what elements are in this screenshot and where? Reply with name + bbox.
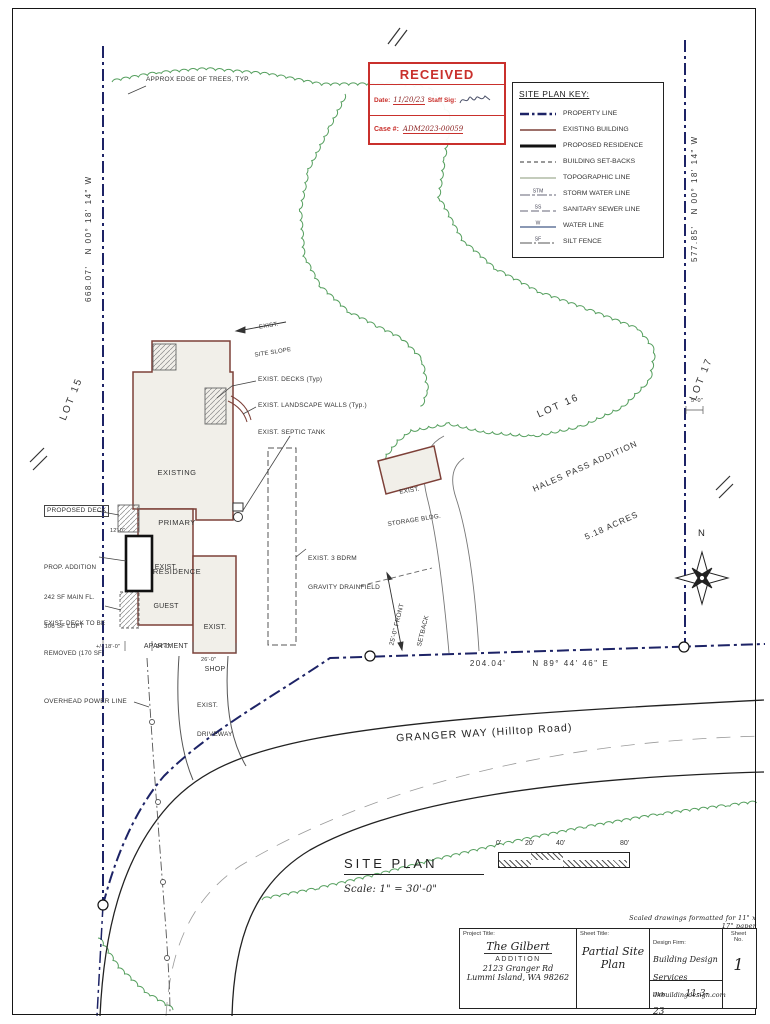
north-label: N (698, 528, 706, 539)
power-line (146, 657, 171, 1016)
title-block-project: Project Title: The Gilbert ADDITION 2123… (460, 929, 577, 1008)
stamp-date-row: Date: 11/20/23 Staff Sig: (370, 85, 504, 116)
dim-26: 26'-0" (201, 657, 217, 663)
storage-bldg-label: EXIST. STORAGE BLDG. (387, 485, 442, 529)
staff-signature (459, 95, 491, 104)
property-lines (96, 40, 766, 1017)
drawing-title: SITE PLAN (344, 856, 484, 875)
legend-item-setbacks: BUILDING SET-BACKS (519, 153, 657, 169)
break-marks (29, 27, 734, 499)
dimension-ticks (102, 406, 704, 653)
storm-water-line-sample: STM (520, 189, 556, 196)
landscape-walls (227, 395, 252, 423)
legend-item-silt-fence: SF SILT FENCE (519, 233, 657, 249)
project-name: The Gilbert (484, 940, 552, 954)
legend-item-existing-building: EXISTING BUILDING (519, 121, 657, 137)
stamp-title: RECEIVED (370, 64, 504, 85)
septic-tank (232, 502, 244, 522)
sanitary-sewer-line-sample: SS (520, 205, 556, 212)
setback-dimension (359, 567, 433, 652)
drainfield-label: EXIST. 3 BDRM GRAVITY DRAINFIELD (308, 554, 380, 591)
primary-residence-label: EXISTING PRIMARY RESIDENCE (152, 468, 202, 576)
dim-5: 5'-0" (691, 398, 703, 404)
silt-fence-sample: SF (520, 237, 556, 244)
legend-item-storm-water: STM STORM WATER LINE (519, 185, 657, 201)
property-line-sample (520, 112, 556, 116)
legend-item-proposed-residence: PROPOSED RESIDENCE (519, 137, 657, 153)
stamp-case-label: Case #: (374, 126, 399, 133)
deck-removed-label: EXIST. DECK TO BE REMOVED (170 SF) (44, 619, 106, 657)
svg-text:SF: SF (535, 237, 541, 243)
prop-addition-label: PROP. ADDITION 242 SF MAIN FL. 306 SF LO… (44, 563, 97, 631)
stamp-date-value: 11/20/23 (393, 95, 425, 105)
sheet-border (12, 8, 756, 1015)
stamp-sig-label: Staff Sig: (427, 96, 457, 104)
trees-edge-label: APPROX EDGE OF TREES, TYP. (146, 76, 250, 83)
shop-label: EXIST. SHOP (203, 624, 227, 673)
title-block: Project Title: The Gilbert ADDITION 2123… (459, 928, 757, 1017)
scale-bar-graphic (498, 852, 630, 868)
west-boundary-dimension: 668.07' N 00° 18' 14" W (84, 175, 93, 302)
east-boundary-dimension: 577.85' N 00° 18' 14" W (690, 135, 699, 262)
legend-item-water-line: W WATER LINE (519, 217, 657, 233)
legend-item-sanitary-sewer: SS SANITARY SEWER LINE (519, 201, 657, 217)
scale-bar: 0' 20' 40' 80' (496, 840, 630, 868)
survey-monuments (97, 641, 690, 911)
proposed-addition-outline (124, 534, 154, 593)
site-plan-key: SITE PLAN KEY: PROPERTY LINE EXISTING BU… (512, 82, 664, 258)
paper-format-note: Scaled drawings formatted for 11" x 17" … (629, 914, 756, 931)
legend-item-property: PROPERTY LINE (519, 105, 657, 121)
deck-hatches (117, 343, 227, 629)
leader-lines (96, 85, 307, 708)
dim-12: 12'-0" (110, 528, 126, 534)
existing-building-sample (520, 129, 556, 131)
title-block-sheet-no: Sheet No. 1 (730, 931, 747, 974)
water-line-sample: W (520, 221, 556, 228)
decks-label: EXIST. DECKS (Typ) (258, 376, 323, 383)
svg-text:STM: STM (533, 189, 544, 195)
proposed-residence-sample (520, 144, 556, 148)
power-line-label: OVERHEAD POWER LINE (44, 698, 127, 705)
septic-tank-label: EXIST. SEPTIC TANK (258, 429, 326, 436)
received-stamp: RECEIVED Date: 11/20/23 Staff Sig: Case … (368, 62, 506, 145)
guest-apartment-label: EXIST. GUEST APARTMENT (143, 563, 189, 651)
stamp-date-label: Date: (374, 96, 391, 104)
compass-rose (674, 550, 730, 606)
proposed-deck-label: PROPOSED DECK (44, 505, 110, 518)
svg-text:SS: SS (535, 205, 542, 211)
driveway-lines (177, 655, 247, 781)
drawing-scale: Scale: 1" = 30'-0" (344, 884, 438, 895)
svg-text:W: W (536, 221, 541, 227)
driveway-label: EXIST. DRIVEWAY (197, 701, 233, 738)
legend-item-topographic: TOPOGRAPHIC LINE (519, 169, 657, 185)
title-block-sheet-title: Sheet Title: Partial Site Plan (577, 929, 650, 1008)
landscape-walls-label: EXIST. LANDSCAPE WALLS (Typ.) (258, 402, 367, 409)
stamp-case-row: Case #: ADM2023-00059 (370, 116, 504, 143)
title-block-firm-date: Design Firm: Building Design Services dk… (650, 929, 726, 1017)
south-boundary-dimension: 204.04' N 89° 44' 46" E (469, 659, 610, 668)
stamp-case-value: ADM2023-00059 (402, 125, 464, 134)
existing-buildings (132, 340, 442, 654)
scale-bar-ticks: 0' 20' 40' 80' (496, 840, 630, 847)
road-edges (99, 699, 765, 1017)
topographic-line-sample (520, 177, 556, 179)
setback-line-sample (520, 161, 556, 163)
key-title: SITE PLAN KEY: (519, 89, 590, 99)
dim-24: 24'-0" (156, 644, 172, 650)
slope-arrow (234, 321, 287, 334)
title-block-date: Date: 11-3-23 (653, 989, 709, 1017)
dim-18: +/- 18'-0" (96, 644, 121, 650)
title-block-firm: Design Firm: Building Design Services dk… (650, 929, 726, 999)
